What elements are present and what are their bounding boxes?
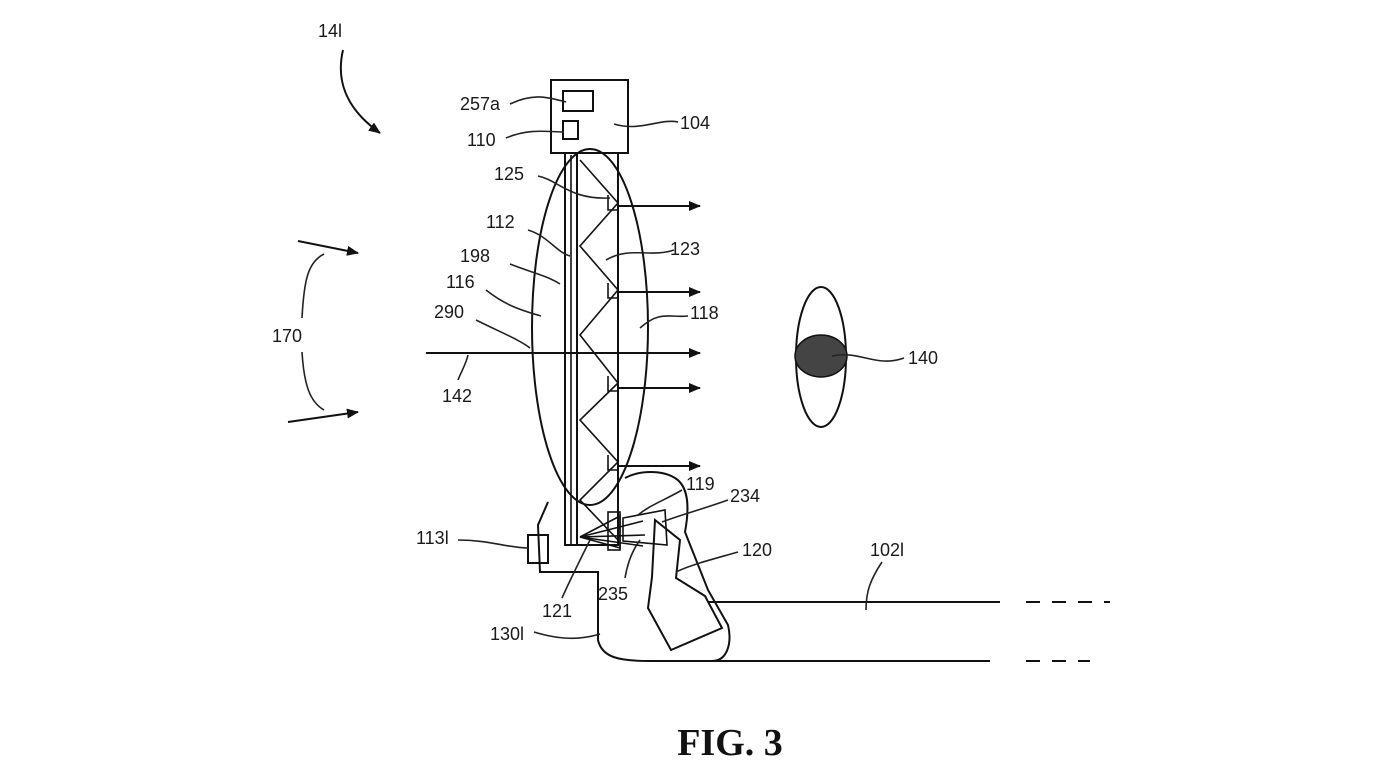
label-170: 170	[272, 326, 302, 346]
leader-112	[527, 229, 571, 257]
leader-198	[509, 263, 561, 285]
zigzag-light-path	[578, 159, 620, 541]
label-130: 130l	[490, 624, 524, 644]
leader-140	[831, 354, 905, 362]
figure-caption: FIG. 3	[677, 722, 783, 764]
coupler-2	[607, 283, 618, 299]
component-110	[562, 120, 579, 140]
label-120: 120	[742, 540, 772, 560]
injector-119	[607, 511, 621, 551]
label-116: 116	[446, 272, 475, 292]
leader-123	[605, 249, 675, 261]
leader-116	[485, 289, 542, 317]
pupil	[794, 334, 848, 378]
coupler-4	[607, 455, 618, 471]
label-113: 113l	[416, 528, 449, 548]
leader-234	[661, 499, 729, 523]
leader-170-upper	[301, 253, 325, 319]
lens-outer	[531, 148, 649, 506]
leader-113	[457, 539, 529, 549]
fan-ray-1	[579, 520, 644, 538]
label-123: 123	[670, 239, 700, 259]
component-113	[527, 534, 549, 564]
label-142: 142	[442, 386, 472, 406]
frame-130	[536, 471, 731, 662]
label-121: 121	[542, 601, 572, 621]
incoming-arrow-lower	[287, 408, 359, 423]
leader-102	[865, 561, 883, 611]
leader-104	[613, 120, 679, 128]
leader-142	[457, 354, 469, 381]
label-119: 119	[686, 474, 715, 494]
projector-120	[646, 518, 724, 652]
label-125: 125	[494, 164, 524, 184]
label-14: 14l	[318, 21, 342, 41]
leader-125	[537, 175, 611, 199]
label-235: 235	[598, 584, 628, 604]
coupler-1	[607, 195, 618, 211]
label-112: 112	[486, 212, 515, 232]
leader-119	[637, 489, 683, 516]
coupler-3	[607, 376, 618, 392]
leader-170-lower	[301, 351, 325, 411]
label-102: 102l	[870, 540, 904, 560]
leader-121	[561, 539, 591, 599]
label-140: 140	[908, 348, 938, 368]
fan-ray-3	[579, 536, 644, 547]
leader-257a	[509, 96, 567, 105]
label-198: 198	[460, 246, 490, 266]
leader-130	[533, 631, 601, 640]
leader-110	[505, 130, 565, 139]
lens-element-234	[622, 509, 668, 546]
label-110: 110	[467, 130, 496, 150]
label-104: 104	[680, 113, 710, 133]
leader-290	[475, 319, 531, 349]
fan-ray-2	[579, 534, 646, 538]
component-257a	[562, 90, 594, 112]
leader-118	[639, 315, 689, 329]
incoming-arrow-upper	[297, 240, 359, 256]
leader-120	[675, 551, 739, 573]
label-257a: 257a	[460, 94, 501, 114]
waveguide-123	[576, 152, 619, 546]
label-234: 234	[730, 486, 760, 506]
label-290: 290	[434, 302, 464, 322]
leader-235	[624, 539, 641, 579]
label-118: 118	[690, 303, 719, 323]
pointer-arrow-14	[339, 49, 381, 134]
